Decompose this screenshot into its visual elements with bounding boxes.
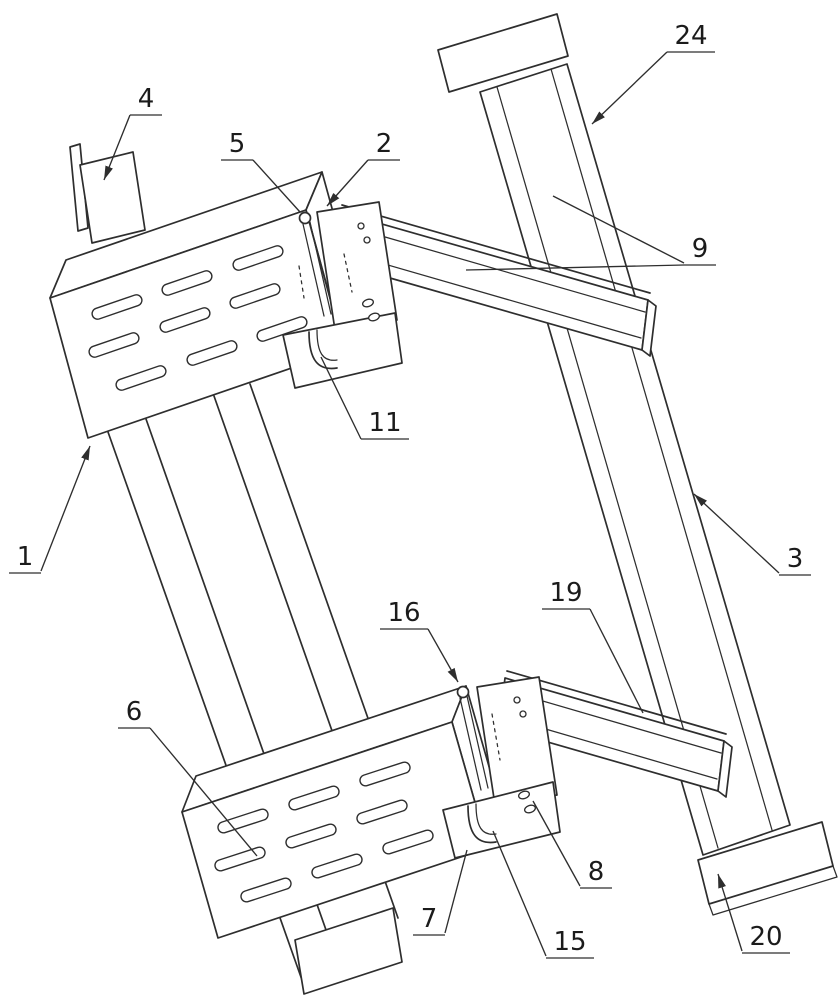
ref-label-15: 15	[553, 927, 586, 957]
slot-holes	[88, 245, 308, 391]
slot	[232, 245, 284, 271]
ref-label-16: 16	[387, 598, 420, 628]
hook-slot-curve	[475, 803, 497, 835]
slot	[115, 365, 167, 391]
leader-line-9-2	[465, 264, 685, 271]
top-cap-plate	[437, 13, 569, 93]
beam-top-cap	[437, 13, 569, 93]
leader-line-3	[693, 493, 780, 574]
bolt-head	[524, 804, 536, 814]
clamp-plate	[316, 201, 398, 331]
slot	[186, 340, 238, 366]
ref-label-2: 2	[376, 129, 393, 159]
upper-clamp	[282, 201, 403, 389]
clamp-bolt-shaft	[466, 695, 489, 789]
main-diagonal-beam	[479, 63, 791, 856]
rail-end-cap	[717, 740, 733, 798]
clamp-lower-bracket	[282, 312, 403, 389]
bolt-head	[518, 790, 530, 800]
clamp-pin	[456, 685, 470, 699]
rail-bottom-end-plate	[294, 907, 403, 995]
leader-line-4	[103, 114, 131, 181]
ref-label-11: 11	[368, 408, 401, 438]
slot	[240, 877, 292, 903]
bolt-hole	[363, 236, 371, 244]
slot	[161, 270, 213, 296]
ref-label-1: 1	[17, 542, 34, 572]
bracket-post	[69, 143, 89, 232]
ref-label-8: 8	[588, 857, 605, 887]
slot	[359, 761, 411, 787]
leader-line-19	[589, 608, 644, 714]
bracket-plate	[79, 151, 146, 244]
leader-line-8	[532, 800, 581, 887]
leader-line-15	[492, 830, 547, 957]
slot	[285, 823, 337, 849]
ref-label-19: 19	[549, 578, 582, 608]
ref-label-5: 5	[229, 129, 246, 159]
ref-label-3: 3	[787, 544, 804, 574]
leader-line-5	[252, 159, 301, 213]
hidden-line	[491, 713, 501, 761]
beam-edge-line	[550, 68, 773, 831]
bolt-hole	[513, 696, 521, 704]
clamp-bolt-shaft	[309, 221, 332, 315]
clamp-pin	[298, 211, 312, 225]
rail-end-cap	[641, 299, 657, 357]
slot	[214, 846, 266, 872]
slot	[382, 829, 434, 855]
ref-label-4: 4	[138, 84, 155, 114]
slot	[229, 283, 281, 309]
leader-line-6	[149, 727, 258, 857]
ref-label-20: 20	[749, 922, 782, 952]
slot	[311, 853, 363, 879]
ref-label-9: 9	[692, 234, 709, 264]
hook-slot-curve	[316, 329, 338, 361]
beam-body	[479, 63, 791, 856]
slot-holes	[214, 761, 434, 903]
bolt-hole	[357, 222, 365, 230]
slot	[356, 799, 408, 825]
slot	[88, 332, 140, 358]
hook-slot-curve	[308, 331, 338, 370]
rail-top-flange	[506, 670, 727, 735]
foot-thickness-line	[708, 865, 838, 916]
leader-line-20	[717, 873, 743, 952]
ref-label-6: 6	[126, 697, 143, 727]
lower-clamp	[442, 676, 561, 859]
clamp-lower-bracket	[442, 781, 561, 859]
hidden-line	[343, 253, 353, 293]
ref-label-7: 7	[421, 904, 438, 934]
hook-slot-curve	[467, 805, 497, 844]
bolt-hole	[519, 710, 527, 718]
lower-mounting-plate	[181, 685, 503, 939]
leader-line-16	[427, 628, 459, 683]
rail-top-flange	[341, 204, 651, 294]
hidden-line	[298, 265, 305, 299]
beam-bottom-foot	[697, 821, 838, 916]
top-bracket	[69, 143, 146, 244]
leader-line-9	[552, 195, 685, 264]
bolt-head	[368, 312, 380, 322]
slot	[217, 808, 269, 834]
clamp-bolt-shaft	[459, 697, 482, 791]
slot	[288, 785, 340, 811]
clamp-plate	[476, 676, 558, 806]
bolt-head	[362, 298, 374, 308]
slot	[159, 307, 211, 333]
end-plate	[294, 907, 403, 995]
leader-line-1	[40, 445, 91, 572]
leader-line-24	[591, 51, 668, 125]
leader-line-7	[444, 849, 468, 934]
clamp-bolt-shaft	[302, 223, 325, 317]
rail-inner-line	[339, 223, 646, 313]
rail-edge-line	[249, 383, 371, 725]
leader-line-2	[326, 159, 369, 207]
leader-line-11	[320, 356, 362, 440]
ref-label-24: 24	[674, 21, 707, 51]
slot	[91, 294, 143, 320]
